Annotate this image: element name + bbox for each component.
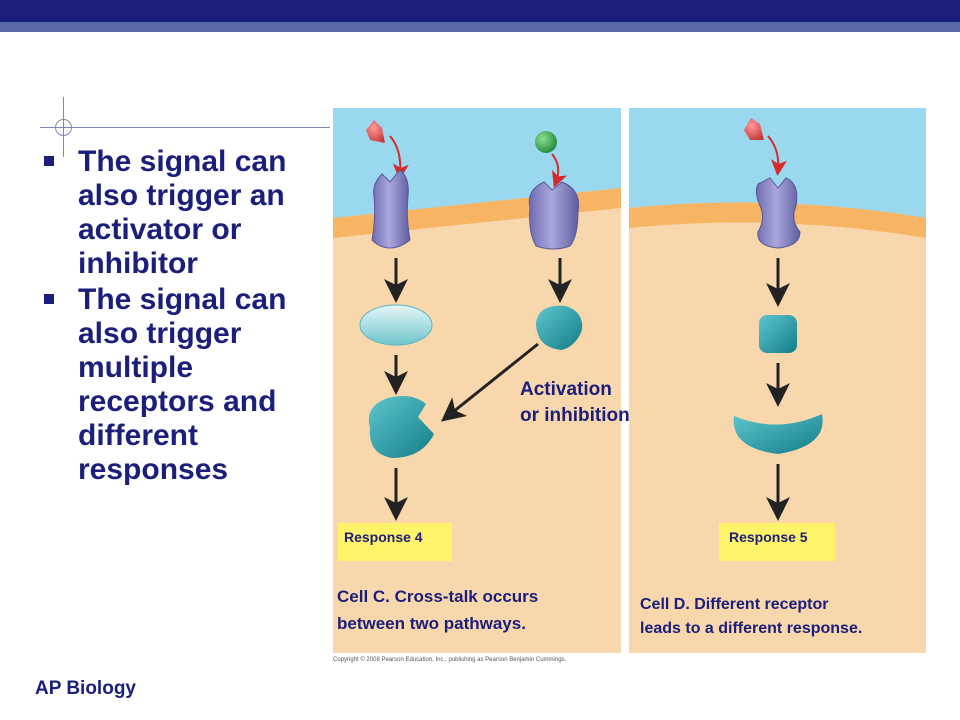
activation-label: Activation <box>520 379 612 400</box>
receptor-protein-icon <box>733 414 823 454</box>
response-5-box <box>719 523 835 561</box>
relay-protein-icon <box>536 305 583 350</box>
bullet-item: The signal can also trigger an activator… <box>44 145 319 281</box>
square-bullet-icon <box>44 294 54 304</box>
cell-signaling-figure: Response 4 Activation or inhibition Cell… <box>333 108 926 663</box>
receptor-icon <box>528 181 580 250</box>
caption-cell-c: between two pathways. <box>337 614 526 633</box>
top-banner-light <box>0 22 960 32</box>
signal-binding-arrow <box>767 135 787 176</box>
bullet-item: The signal can also trigger multiple rec… <box>44 283 319 487</box>
decorative-guide-horizontal <box>40 127 330 128</box>
top-banner-dark <box>0 0 960 22</box>
relay-protein-icon <box>759 315 797 353</box>
relay-protein-icon <box>359 304 433 346</box>
square-bullet-icon <box>44 156 54 166</box>
caption-cell-d: Cell D. Different receptor <box>640 596 828 613</box>
panel-cell-d <box>629 108 926 653</box>
bullet-text: The signal can also trigger multiple rec… <box>78 283 287 486</box>
signal-molecule-green <box>535 131 557 153</box>
receptor-icon <box>755 177 801 249</box>
caption-cell-c: Cell C. Cross-talk occurs <box>337 587 538 606</box>
signal-molecule-red <box>366 120 385 143</box>
response-4-label: Response 4 <box>344 529 423 545</box>
response-5-label: Response 5 <box>729 529 808 545</box>
signal-binding-arrow <box>551 153 567 188</box>
footer-label: AP Biology <box>35 678 136 699</box>
bullet-text: The signal can also trigger an activator… <box>78 145 287 280</box>
signal-molecule-red <box>744 118 764 140</box>
response-4-box <box>338 523 452 561</box>
cross-talk-arrow <box>440 342 539 422</box>
caption-cell-d: leads to a different response. <box>640 620 862 637</box>
copyright-notice: Copyright © 2008 Pearson Education, Inc.… <box>333 656 567 663</box>
activation-label: or inhibition <box>520 405 630 426</box>
bullet-list: The signal can also trigger an activator… <box>44 145 319 489</box>
decorative-guide-circle <box>55 119 72 136</box>
receptor-icon <box>371 169 411 249</box>
enzyme-icon <box>368 396 434 458</box>
